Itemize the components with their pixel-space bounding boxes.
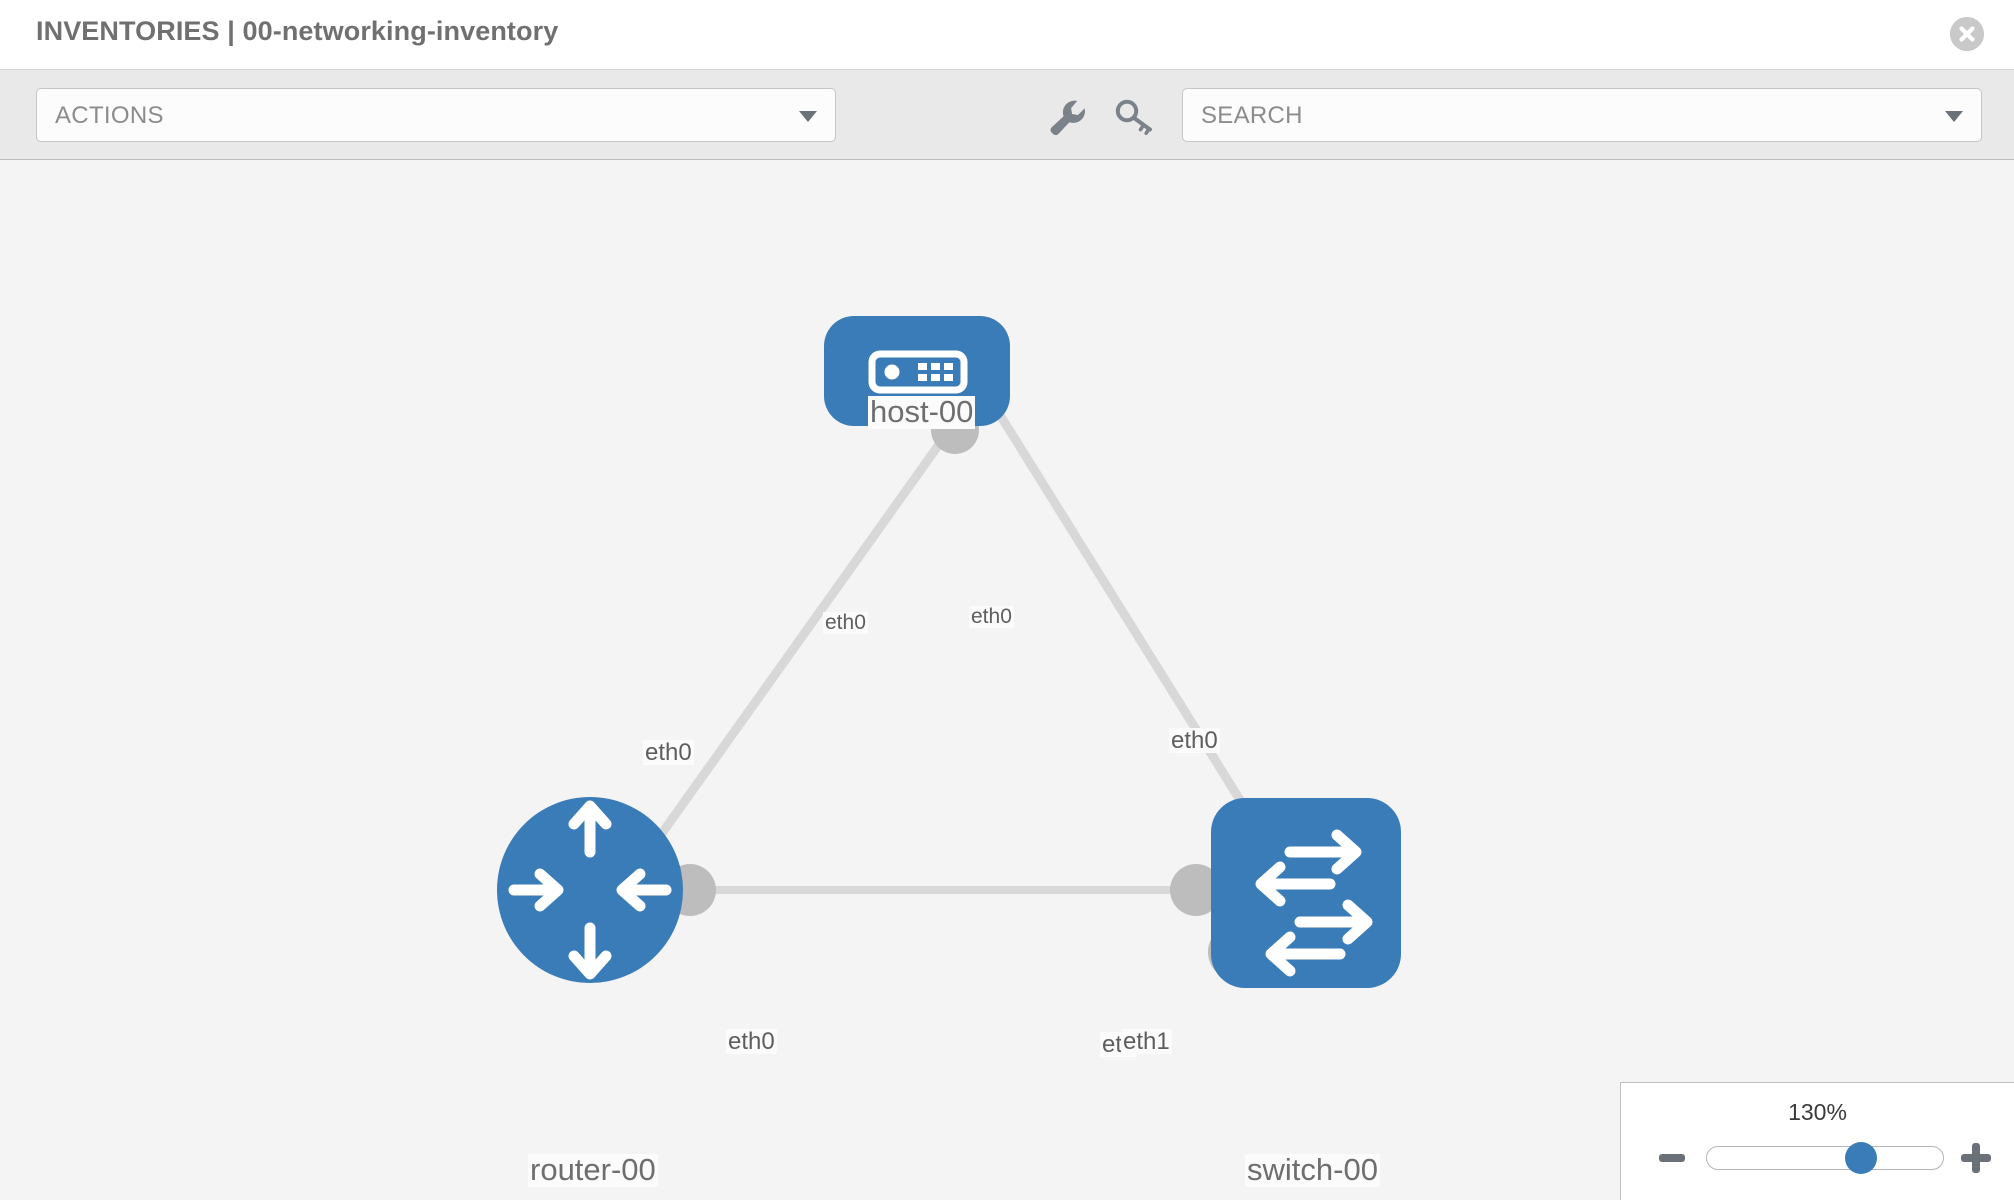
zoom-percentage: 130% bbox=[1788, 1099, 1847, 1125]
close-icon[interactable] bbox=[1950, 17, 1984, 51]
actions-dropdown[interactable]: ACTIONS bbox=[36, 88, 836, 142]
topology-links bbox=[646, 412, 1244, 894]
node-label-switch-00: switch-00 bbox=[1245, 1152, 1380, 1187]
node-label-router-00: router-00 bbox=[528, 1152, 658, 1187]
page-header: INVENTORIES | 00-networking-inventory bbox=[0, 0, 2014, 70]
chevron-down-icon bbox=[1945, 111, 1963, 122]
search-input[interactable]: SEARCH bbox=[1182, 88, 1982, 142]
topology-canvas[interactable]: host-00 router-00 switch-00 eth0 eth0 et… bbox=[0, 160, 2014, 1200]
port-switch00-left bbox=[1170, 864, 1222, 916]
topology-graph bbox=[497, 316, 1401, 988]
key-icon[interactable] bbox=[1114, 98, 1156, 136]
node-label-host-00: host-00 bbox=[868, 394, 976, 429]
toolbar: ACTIONS SEARCH bbox=[0, 70, 2014, 160]
actions-dropdown-label: ACTIONS bbox=[55, 102, 164, 129]
search-placeholder: SEARCH bbox=[1201, 102, 1303, 129]
zoom-slider-row bbox=[1621, 1139, 2014, 1179]
host-device-icon bbox=[868, 350, 968, 394]
router-arrows-icon bbox=[508, 800, 672, 980]
chevron-down-icon bbox=[799, 111, 817, 122]
zoom-in-button[interactable] bbox=[1961, 1143, 1991, 1173]
iface-label-host00-left: eth0 bbox=[823, 611, 868, 635]
node-switch-00 bbox=[1211, 798, 1401, 988]
zoom-slider-track[interactable] bbox=[1706, 1142, 1944, 1174]
zoom-slider-handle[interactable] bbox=[1845, 1142, 1877, 1174]
iface-label-router00-eth0: eth0 bbox=[726, 1028, 777, 1055]
zoom-control-panel: 130% bbox=[1620, 1082, 2014, 1200]
link-host00-router00 bbox=[646, 412, 964, 853]
page-title: INVENTORIES | 00-networking-inventory bbox=[36, 16, 559, 46]
iface-label-switch00-eth1: eth1 bbox=[1121, 1028, 1172, 1055]
iface-label-host00-right: eth0 bbox=[969, 605, 1014, 629]
zoom-out-button[interactable] bbox=[1659, 1154, 1685, 1162]
switch-arrows-icon bbox=[1255, 829, 1373, 977]
node-router-00 bbox=[497, 797, 683, 983]
iface-label-switch00-uplink: eth0 bbox=[1169, 727, 1220, 754]
iface-label-router00-uplink: eth0 bbox=[643, 739, 694, 766]
wrench-icon[interactable] bbox=[1046, 98, 1088, 136]
